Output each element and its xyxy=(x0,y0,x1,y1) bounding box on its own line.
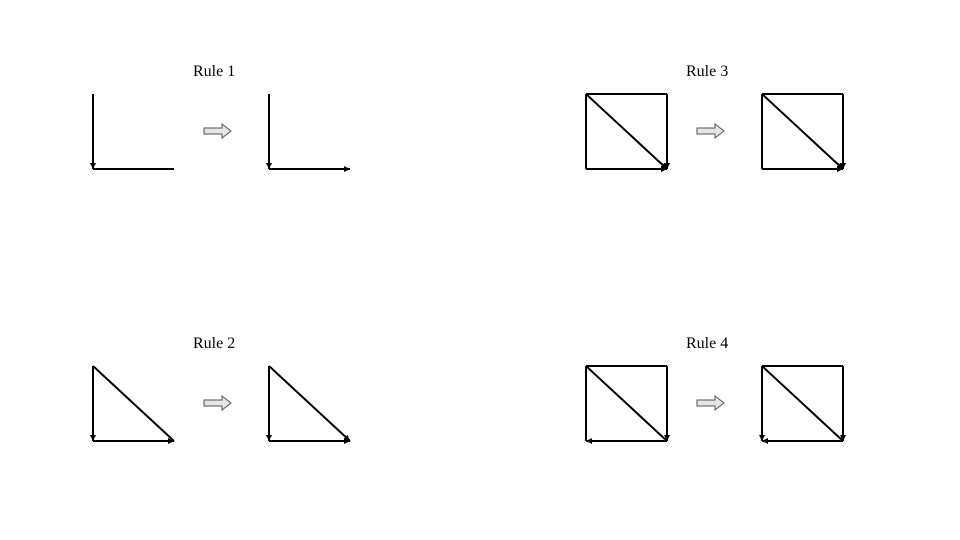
rule-2-title: Rule 2 xyxy=(193,335,236,352)
rule-3-title: Rule 3 xyxy=(686,63,729,80)
rule-2-after-diagonal-edge xyxy=(268,365,351,442)
rule-3-transform-arrow-icon xyxy=(696,122,725,140)
rule-1-title: Rule 1 xyxy=(193,63,236,80)
rule-4-before-diagonal-edge xyxy=(585,365,668,442)
rule-3-before-diagonal-edge xyxy=(585,93,668,170)
rule-3-after-diagonal-edge xyxy=(761,93,844,170)
rule-4-title: Rule 4 xyxy=(686,335,729,352)
rule-2-transform-arrow-icon xyxy=(203,394,232,412)
rule-4-after-diagonal-edge xyxy=(761,365,844,442)
rule-4-transform-arrow-icon xyxy=(696,394,725,412)
rule-1-transform-arrow-icon xyxy=(203,122,232,140)
rule-2-before-diagonal-edge xyxy=(92,365,175,442)
